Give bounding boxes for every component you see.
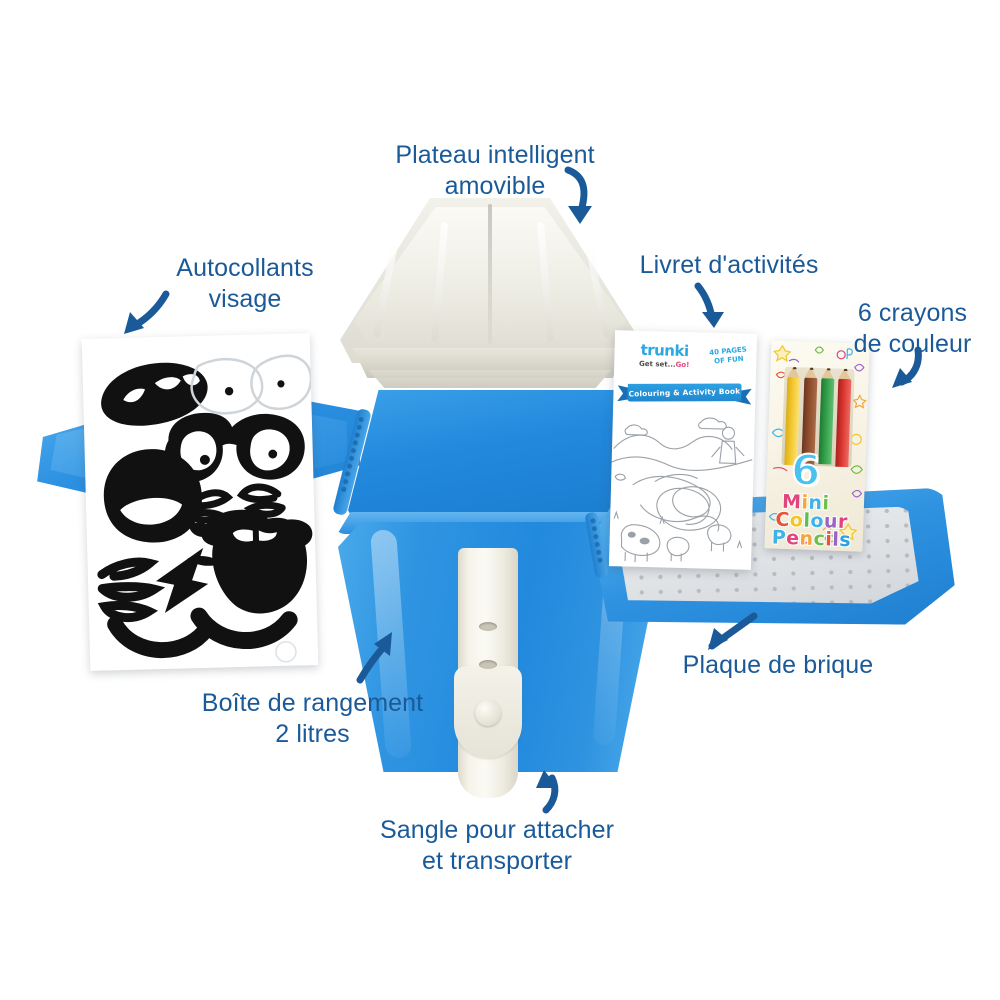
removable-tray (340, 198, 640, 398)
tray-divider (488, 204, 492, 344)
face-sticker-sheet (81, 333, 319, 671)
cover-line-art (609, 406, 755, 566)
sticker-whisker-left (97, 557, 166, 623)
callout-label-activity-book: Livret d'activités (639, 251, 819, 279)
trunki-logo: trunki Get set...Go! (628, 340, 701, 370)
pages-badge: 40 PAGES OF FUN (708, 345, 748, 366)
strap-buttonhole (479, 622, 497, 631)
banner-ribbon: Colouring & Activity Book (627, 381, 742, 405)
sticker-eye-right-pupil (277, 380, 285, 388)
brand-tagline: Get set...Go! (638, 359, 690, 370)
strap-buttonhole (479, 660, 497, 669)
callout-label-pencils: 6 crayons de couleur (853, 299, 972, 358)
sticker-artwork (97, 354, 313, 663)
carry-strap (452, 548, 526, 798)
sticker-eye-left-pupil (224, 387, 234, 396)
brand-name: trunki (640, 340, 689, 361)
strap-button (475, 700, 501, 726)
sticker-glasses-dot-right (268, 449, 278, 459)
pencil-count: 6 (789, 444, 822, 496)
callout-label-strap: Sangle pour attacher et transporter (379, 816, 615, 875)
sticker-open-mouth (103, 449, 202, 543)
sticker-whisker-right (156, 547, 209, 613)
callout-label-tray: Plateau intelligent amovible (395, 141, 595, 200)
pencil-red (835, 366, 852, 468)
sticker-eye-left (190, 357, 264, 415)
pack-doodle-background (768, 344, 867, 544)
sticker-eye-right (250, 354, 313, 411)
sticker-big-smile (201, 509, 313, 614)
sticker-toothy-grin (101, 362, 208, 426)
pencil-pack-line3: Pencils (770, 525, 852, 552)
sticker-whisker-fin (187, 556, 222, 566)
colour-pencil-pack: 6 Mini Colour Pencils (764, 340, 870, 552)
callout-label-storage-box: Boîte de rangement 2 litres (201, 689, 424, 748)
callout-label-stickers: Autocollants visage (176, 254, 314, 313)
box-lid-top (348, 390, 653, 530)
sticker-diecut-mark (275, 641, 297, 663)
tray-lip-lower (368, 370, 612, 388)
sticker-glasses (164, 412, 305, 483)
banner-title: Colouring & Activity Book (628, 386, 741, 399)
activity-book: trunki Get set...Go! 40 PAGES OF FUN Col… (608, 330, 758, 570)
sticker-smile-small (107, 616, 216, 659)
sticker-glasses-dot-left (199, 454, 210, 465)
callout-label-brick-plate: Plaque de brique (682, 651, 874, 679)
book-title-banner: Colouring & Activity Book (617, 378, 752, 407)
callout-arrow-activity-book (690, 282, 742, 332)
